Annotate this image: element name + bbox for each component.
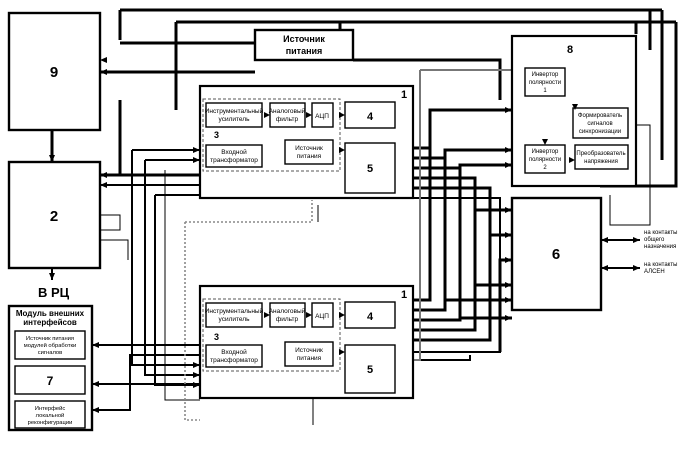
svg-text:питания: питания — [297, 355, 322, 362]
power-source-line-2: питания — [286, 46, 323, 56]
svg-text:Интерфейс: Интерфейс — [35, 405, 66, 412]
svg-text:7: 7 — [47, 374, 54, 388]
voltage-converter — [575, 145, 628, 169]
block-1-bottom-number: 1 — [401, 289, 407, 301]
svg-text:4: 4 — [367, 111, 374, 123]
svg-text:Источник: Источник — [295, 145, 323, 152]
svg-text:Аналоговый: Аналоговый — [269, 307, 306, 315]
instr-amp-bottom — [206, 303, 262, 327]
svg-text:Инструментальный: Инструментальный — [205, 107, 264, 115]
svg-text:реконфигурации: реконфигурации — [28, 420, 73, 426]
block-3-top-number: 3 — [214, 130, 219, 140]
svg-text:Входной: Входной — [221, 148, 247, 156]
block-8-number: 8 — [567, 44, 573, 56]
svg-text:питания: питания — [297, 153, 322, 160]
svg-text:усилитель: усилитель — [219, 116, 251, 123]
svg-text:Источник: Источник — [295, 347, 323, 354]
block-1-bottom: 1 Инструментальный усилитель Аналоговый … — [200, 286, 413, 398]
svg-text:трансформатор: трансформатор — [210, 157, 258, 164]
svg-text:Входной: Входной — [221, 348, 247, 356]
block-1-top-number: 1 — [401, 89, 407, 101]
svg-text:фильтр: фильтр — [276, 316, 299, 323]
external-interfaces-module: Модуль внешних интерфейсов Источник пита… — [9, 306, 92, 430]
svg-text:полярности: полярности — [529, 80, 561, 86]
svg-text:напряжения: напряжения — [584, 159, 618, 165]
svg-text:фильтр: фильтр — [276, 116, 299, 123]
power-source-block: Источник питания — [255, 30, 353, 60]
svg-text:Источник питания: Источник питания — [26, 336, 74, 342]
block-2: 2 — [9, 162, 100, 268]
ext-module-title-2: интерфейсов — [23, 318, 77, 327]
svg-text:полярности: полярности — [529, 157, 561, 163]
inner-power-bottom — [285, 342, 333, 366]
svg-text:Инвертор: Инвертор — [532, 149, 559, 155]
svg-text:5: 5 — [367, 364, 373, 376]
instr-amp-top — [206, 103, 262, 127]
block-6: 6 — [512, 198, 601, 310]
svg-text:Формирователь: Формирователь — [578, 113, 622, 119]
contacts-general-line-1: на контакты — [644, 230, 677, 236]
block-9: 9 — [9, 13, 100, 130]
svg-text:Преобразователь: Преобразователь — [576, 151, 625, 157]
analog-filter-top — [270, 103, 305, 127]
contacts-alsen-line-1: на контакты — [644, 262, 677, 268]
ext-module-title-1: Модуль внешних — [16, 309, 85, 318]
block-9-number: 9 — [50, 64, 58, 81]
svg-text:сигналов: сигналов — [587, 121, 612, 127]
contacts-alsen-line-2: АЛСЕН — [644, 269, 665, 275]
inner-power-top — [285, 140, 333, 164]
svg-text:Инвертор: Инвертор — [532, 72, 559, 78]
svg-text:АЦП: АЦП — [315, 313, 329, 320]
svg-text:Инструментальный: Инструментальный — [205, 307, 264, 315]
block-2-number: 2 — [50, 208, 58, 225]
to-rc-label: В РЦ — [38, 285, 70, 300]
svg-text:модулей обработки: модулей обработки — [24, 342, 77, 349]
contacts-general-line-3: назначения — [644, 244, 676, 250]
block-3-bottom-number: 3 — [214, 332, 219, 342]
svg-text:5: 5 — [367, 163, 373, 175]
svg-text:4: 4 — [367, 311, 374, 323]
svg-text:АЦП: АЦП — [315, 113, 329, 120]
svg-text:Аналоговый: Аналоговый — [269, 107, 306, 115]
svg-text:сигналов: сигналов — [38, 350, 62, 356]
block-6-number: 6 — [552, 246, 560, 263]
svg-text:синхронизации: синхронизации — [579, 129, 621, 135]
block-8: 8 Инвертор полярности 1 Формирователь си… — [512, 36, 636, 186]
contacts-general-line-2: общего — [644, 237, 665, 243]
analog-filter-bottom — [270, 303, 305, 327]
block-1-top: 1 Инструментальный усилитель Аналоговый … — [200, 86, 413, 198]
svg-text:локальной: локальной — [36, 412, 65, 419]
svg-text:трансформатор: трансформатор — [210, 357, 258, 364]
svg-text:усилитель: усилитель — [219, 316, 251, 323]
power-source-line-1: Источник — [283, 34, 325, 44]
